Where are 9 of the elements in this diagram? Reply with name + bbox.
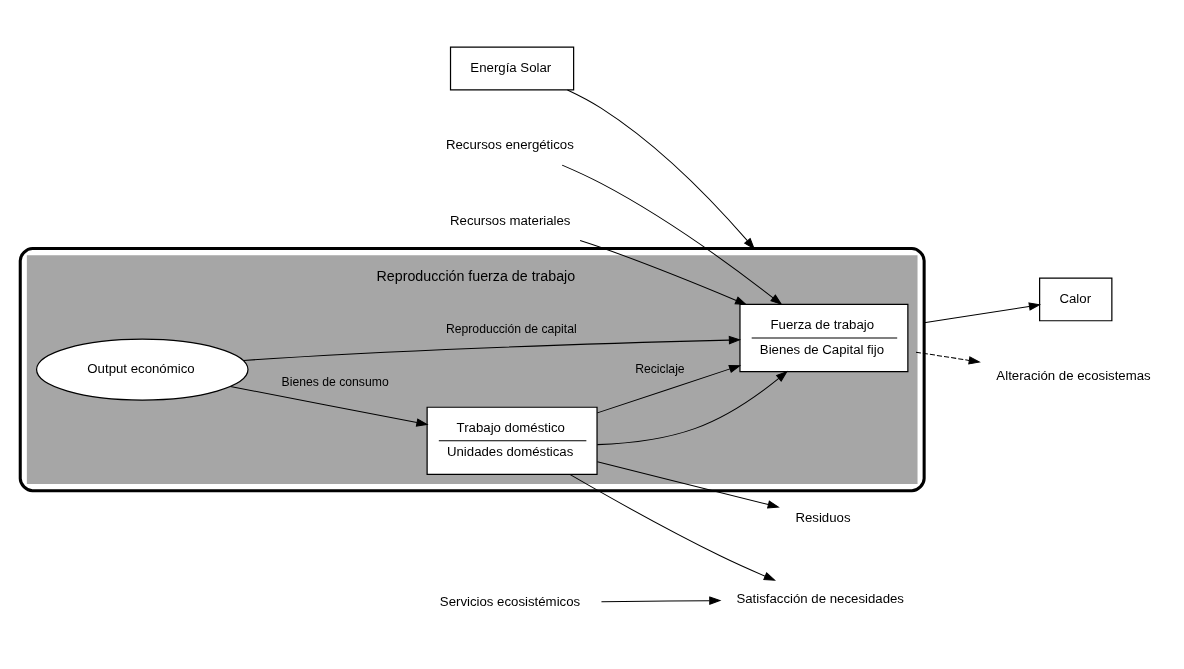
node-text: Recursos energéticos <box>445 137 574 153</box>
edge-label: Reciclaje <box>635 361 685 376</box>
node-text: Alteración de ecosistemas <box>996 368 1151 384</box>
node-text: Residuos <box>795 509 851 525</box>
node-text: Servicios ecosistémicos <box>439 594 581 610</box>
edge-label: Reproducción de capital <box>445 322 577 337</box>
edge-label: Bienes de consumo <box>281 374 389 389</box>
node-text: Satisfacción de necesidades <box>736 591 904 607</box>
node-text: Recursos materiales <box>450 212 571 228</box>
